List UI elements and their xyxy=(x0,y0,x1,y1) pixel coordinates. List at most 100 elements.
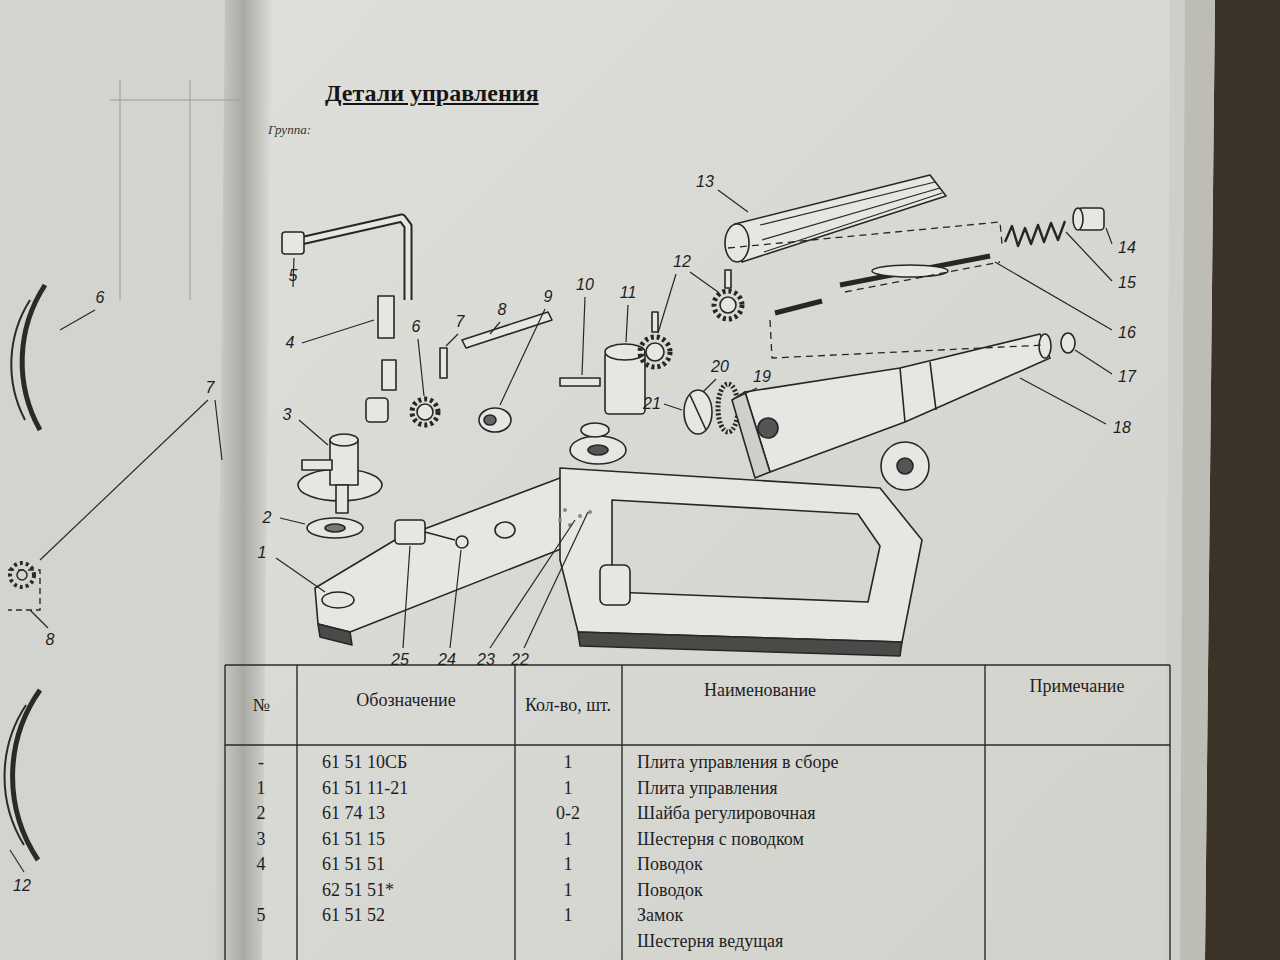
leader-lines-part xyxy=(1106,228,1112,244)
exploded-view-part xyxy=(735,175,946,262)
leader-lines-part xyxy=(276,558,325,592)
paper-part xyxy=(1180,0,1215,960)
callout-number: 25 xyxy=(391,651,409,669)
left-page-drawing-part xyxy=(110,80,240,300)
page-title: Детали управления xyxy=(325,80,539,107)
leader-lines-part xyxy=(995,262,1112,330)
callout-number: 21 xyxy=(643,395,661,413)
table-cell: 0-2 xyxy=(556,803,580,824)
exploded-view-part xyxy=(366,398,388,422)
exploded-view-part xyxy=(652,312,658,332)
table-header: № xyxy=(231,695,291,716)
table-cell: 1 xyxy=(257,777,266,798)
table-header: Обозначение xyxy=(306,690,506,711)
table-cell: 61 51 51 xyxy=(322,854,385,875)
leader-lines-part xyxy=(299,420,328,445)
table-cell: Плита управления xyxy=(637,777,778,798)
table-cell: 2 xyxy=(257,803,266,824)
callout-number: 24 xyxy=(438,651,456,669)
exploded-view-part xyxy=(570,436,626,464)
callout-number: 12 xyxy=(13,877,31,895)
exploded-view-part xyxy=(456,536,468,548)
callout-number: 5 xyxy=(289,267,298,285)
table-grid-part xyxy=(1169,665,1170,960)
callout-number: 20 xyxy=(711,358,729,376)
exploded-view-part xyxy=(378,296,394,338)
exploded-view-part xyxy=(690,395,706,430)
exploded-view-part xyxy=(412,399,438,425)
exploded-view-part xyxy=(282,232,304,254)
exploded-view-part xyxy=(484,415,496,425)
table-cell: Шайба регулировочная xyxy=(637,803,816,824)
leader-lines-part xyxy=(490,322,500,334)
exploded-view-part xyxy=(872,265,948,277)
callout-number: 22 xyxy=(511,651,529,669)
paper-part xyxy=(0,0,250,960)
exploded-view-part xyxy=(684,390,712,434)
exploded-view-part xyxy=(646,343,664,361)
exploded-view-part xyxy=(322,592,354,608)
leader-lines-part xyxy=(658,274,676,333)
exploded-view-part xyxy=(605,344,645,360)
exploded-view-part xyxy=(1005,221,1065,246)
callout-number: 23 xyxy=(477,651,495,669)
callout-number: 8 xyxy=(498,301,507,319)
exploded-view-part xyxy=(1039,334,1051,358)
callout-number: 19 xyxy=(753,368,771,386)
exploded-view-part xyxy=(440,348,447,378)
exploded-view-part xyxy=(479,408,511,432)
exploded-view-part xyxy=(775,301,822,313)
exploded-view-part xyxy=(578,632,902,656)
exploded-view-part xyxy=(930,362,936,410)
exploded-view-part xyxy=(1061,333,1075,353)
left-page-drawing-part xyxy=(13,690,40,860)
exploded-view-part xyxy=(728,222,1045,358)
exploded-view-part xyxy=(758,418,778,438)
table-cell: Плита управления в сборе xyxy=(637,752,838,773)
leader-lines-part xyxy=(450,550,461,648)
exploded-view-part-part xyxy=(770,320,1045,358)
leader-lines-part xyxy=(626,305,628,342)
callout-number: 15 xyxy=(1118,274,1136,292)
exploded-view-part xyxy=(425,532,455,540)
leader-lines-part xyxy=(718,190,748,212)
left-page-drawing-part xyxy=(60,310,95,330)
leader-lines-part xyxy=(664,404,682,410)
callout-number: 7 xyxy=(206,379,215,397)
table-cell: 3 xyxy=(257,828,266,849)
callout-number: 7 xyxy=(456,313,465,331)
exploded-view-part xyxy=(1073,208,1083,230)
left-page-drawing-part-part xyxy=(120,80,121,300)
table-grid-part xyxy=(296,665,297,960)
leader-lines-part xyxy=(703,379,716,392)
exploded-view-part xyxy=(558,508,592,527)
leader-lines-part xyxy=(500,309,545,405)
leader-lines-part xyxy=(690,272,718,292)
table-cell: 4 xyxy=(257,854,266,875)
callout-number: 18 xyxy=(1113,419,1131,437)
table-cell: Замок xyxy=(637,905,683,926)
table-cell: 61 51 10СБ xyxy=(322,752,407,773)
callout-number: 10 xyxy=(576,276,594,294)
table-cell: 61 51 11-21 xyxy=(322,777,408,798)
callout-number: 13 xyxy=(696,173,714,191)
exploded-view-part xyxy=(296,218,408,300)
exploded-view-part xyxy=(296,218,408,300)
table-grid-part xyxy=(514,665,515,960)
table-cell: Шестерня с поводком xyxy=(637,828,804,849)
leader-lines-part xyxy=(1075,350,1112,374)
left-page-drawing-part xyxy=(17,570,27,580)
exploded-view-part-part xyxy=(845,262,1000,292)
exploded-view-part xyxy=(640,337,670,367)
table-cell: 1 xyxy=(564,879,573,900)
exploded-view-part xyxy=(318,624,352,645)
exploded-view-part xyxy=(605,352,645,414)
callout-number: 2 xyxy=(263,509,272,527)
leader-lines-part xyxy=(524,512,588,648)
left-page-drawing-part xyxy=(10,563,34,587)
leader-lines-part xyxy=(736,388,757,398)
table-grid-part xyxy=(984,665,985,960)
exploded-view-part-part xyxy=(558,518,562,522)
exploded-view-part xyxy=(495,522,515,538)
